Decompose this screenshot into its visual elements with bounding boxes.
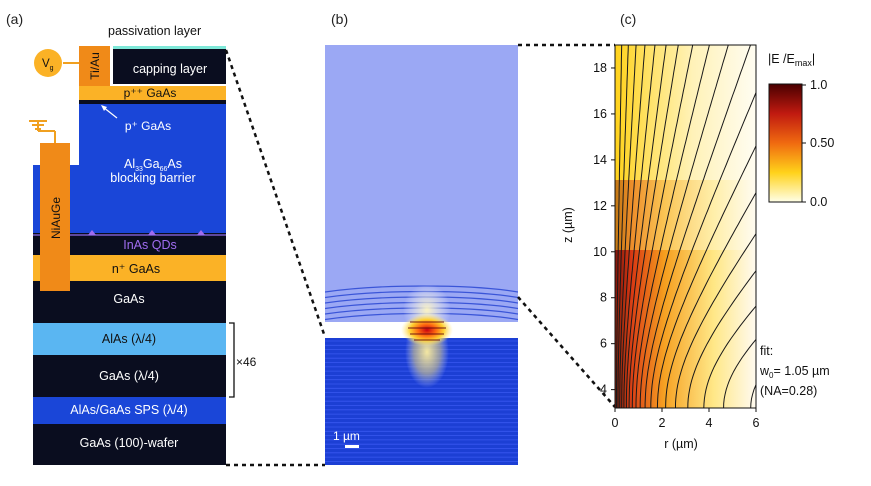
scalebar-label: 1 µm — [333, 429, 360, 443]
vg-label: Vg — [42, 58, 54, 72]
repeat-bracket — [229, 322, 235, 398]
mode-fringes — [408, 321, 446, 341]
y-tick-label: 14 — [593, 153, 607, 167]
passivation-label: passivation layer — [108, 24, 201, 38]
repeat-label: ×46 — [236, 355, 257, 369]
y-tick-label: 10 — [593, 245, 607, 259]
ti-au-label: Ti/Au — [88, 52, 102, 80]
contour-line — [723, 338, 756, 408]
alas-layer — [33, 323, 226, 355]
sps-layer — [33, 397, 226, 424]
passivation-layer — [113, 46, 226, 49]
y-tick-label: 12 — [593, 199, 607, 213]
contour-line — [665, 191, 756, 408]
contour-line — [623, 45, 656, 408]
contour-line — [644, 45, 751, 408]
y-tick-label: 6 — [600, 337, 607, 351]
x-tick-label: 6 — [753, 416, 760, 430]
gaas-quarter-layer — [33, 355, 226, 397]
contour-line — [635, 45, 710, 408]
x-tick-label: 4 — [706, 416, 713, 430]
colorbar — [768, 83, 803, 203]
wafer-layer — [33, 424, 226, 465]
panel-a-label: (a) — [6, 11, 23, 27]
niauge-label: NiAuGe — [49, 197, 63, 239]
contour-line — [687, 270, 756, 408]
contour-line — [616, 45, 623, 408]
colorbar-tick-label: 0.50 — [810, 136, 834, 150]
fit-na: (NA=0.28) — [760, 384, 817, 398]
qd-dot — [197, 230, 205, 235]
ti-au-contact — [79, 46, 110, 86]
x-axis-label: r (µm) — [664, 437, 698, 451]
qd-label: InAs QDs — [123, 238, 177, 252]
y-axis-label: z (µm) — [561, 207, 575, 243]
x-tick-label: 2 — [659, 416, 666, 430]
contour-line — [656, 144, 756, 408]
qd-layer — [33, 233, 226, 255]
gaas-quarter-label: GaAs (λ/4) — [99, 369, 159, 383]
field-contours — [616, 45, 756, 408]
contour-line — [650, 91, 756, 408]
field-plot — [615, 45, 756, 408]
contour-line — [617, 45, 629, 408]
colorbar-tick-label: 1.0 — [810, 78, 827, 92]
connector-b-bottom — [517, 296, 616, 408]
vg-source — [34, 49, 62, 77]
contour-line — [703, 305, 756, 408]
fit-w0: w0= 1.05 µm — [759, 364, 830, 380]
x-tick-label: 0 — [612, 416, 619, 430]
contour-line — [625, 45, 667, 408]
x-axis: 0 2 4 6 — [612, 408, 760, 430]
p-gaas-thin-layer — [79, 100, 226, 104]
connector-a-top — [224, 49, 327, 338]
contour-line — [639, 45, 729, 408]
contour-line — [675, 232, 756, 408]
panel-c-label: (c) — [620, 11, 636, 27]
y-tick-label: 16 — [593, 107, 607, 121]
algaas-label: Al33Ga66As — [124, 157, 182, 173]
sps-label: AlAs/GaAs SPS (λ/4) — [70, 403, 187, 417]
contour-line — [619, 45, 637, 408]
scalebar — [345, 445, 359, 448]
p-gaas-arrowhead — [101, 105, 107, 111]
contour-line — [621, 45, 646, 408]
capping-label: capping layer — [133, 62, 207, 76]
alas-label: AlAs (λ/4) — [102, 332, 156, 346]
panel-b-label: (b) — [331, 11, 348, 27]
wafer-label: GaAs (100)-wafer — [80, 436, 179, 450]
contour-line — [631, 45, 694, 408]
lower-dbr-lines — [325, 340, 518, 462]
y-tick-label: 18 — [593, 61, 607, 75]
p-gaas-label: p⁺ GaAs — [125, 119, 171, 133]
niauge-contact — [40, 143, 70, 291]
mode-center — [401, 314, 453, 346]
capping-layer — [113, 49, 226, 84]
gaas-label: GaAs — [113, 292, 144, 306]
fit-title: fit: — [760, 344, 773, 358]
contour-line — [628, 45, 679, 408]
ppp-gaas-label: p⁺⁺ GaAs — [124, 86, 177, 100]
qd-dot — [148, 230, 156, 235]
colorbar-title: |E /Emax| — [768, 52, 815, 68]
y-axis: 4 6 8 10 12 14 16 18 — [593, 61, 615, 397]
ground-icon — [29, 120, 47, 130]
n-gaas-label: n⁺ GaAs — [112, 262, 160, 276]
plot-frame — [614, 44, 757, 409]
blocking-barrier-label: blocking barrier — [110, 171, 195, 185]
simulation-panel — [325, 45, 518, 465]
y-tick-label: 4 — [600, 383, 607, 397]
qd-dot — [88, 230, 96, 235]
ppp-gaas-layer — [79, 86, 226, 100]
field-mid-region — [615, 180, 756, 300]
colorbar-tick-label: 0.0 — [810, 195, 827, 209]
y-tick-label: 8 — [600, 291, 607, 305]
